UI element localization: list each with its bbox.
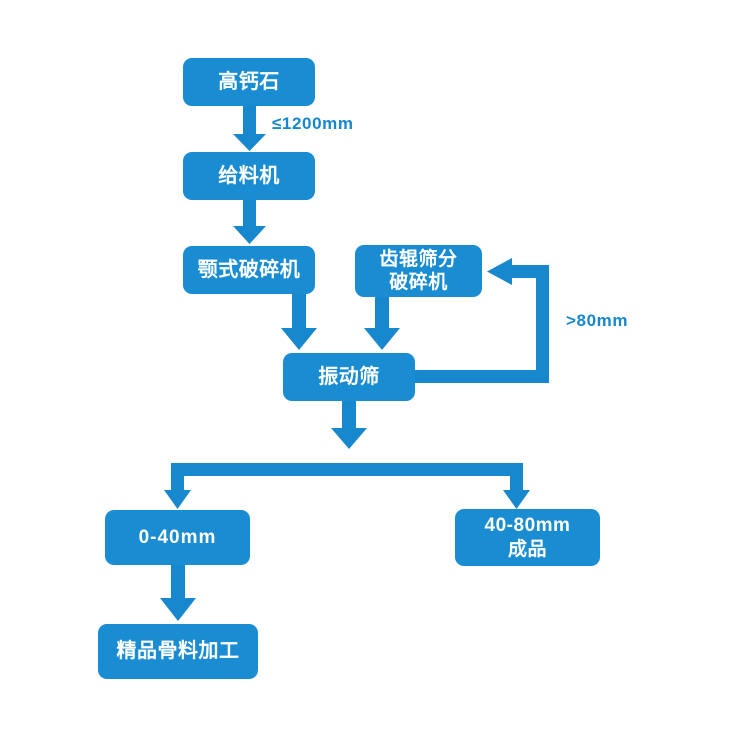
node-product-0-40-label: 0-40mm — [138, 526, 217, 548]
node-raw-material-label: 高钙石 — [218, 70, 280, 93]
node-feeder-label: 给料机 — [218, 164, 280, 187]
edge-screen-to-roller-loop — [415, 258, 549, 383]
node-feeder[interactable]: 给料机 — [183, 152, 315, 200]
node-jaw-crusher[interactable]: 颚式破碎机 — [183, 246, 315, 294]
node-roller-crusher-label: 齿辊筛分破碎机 — [379, 248, 458, 293]
edge-0-40-to-aggregate — [160, 565, 196, 621]
edge-split-branch — [164, 463, 530, 509]
node-fine-aggregate[interactable]: 精品骨料加工 — [98, 624, 258, 679]
node-roller-crusher[interactable]: 齿辊筛分破碎机 — [355, 245, 482, 297]
edge-screen-to-split — [331, 401, 367, 449]
node-vibrating-screen-label: 振动筛 — [318, 365, 380, 388]
edge-roller-to-screen — [364, 297, 400, 350]
edge-feeder-to-jaw — [233, 200, 266, 244]
node-jaw-crusher-label: 颚式破碎机 — [197, 258, 301, 281]
node-product-0-40[interactable]: 0-40mm — [105, 510, 250, 565]
edge-label-size-80: >80mm — [566, 311, 629, 330]
edge-jaw-to-screen — [281, 294, 317, 350]
node-fine-aggregate-label: 精品骨料加工 — [116, 640, 240, 663]
node-vibrating-screen[interactable]: 振动筛 — [283, 353, 415, 401]
node-raw-material[interactable]: 高钙石 — [183, 58, 315, 106]
edge-raw-to-feeder — [233, 106, 266, 151]
edge-label-size-1200: ≤1200mm — [272, 114, 354, 133]
